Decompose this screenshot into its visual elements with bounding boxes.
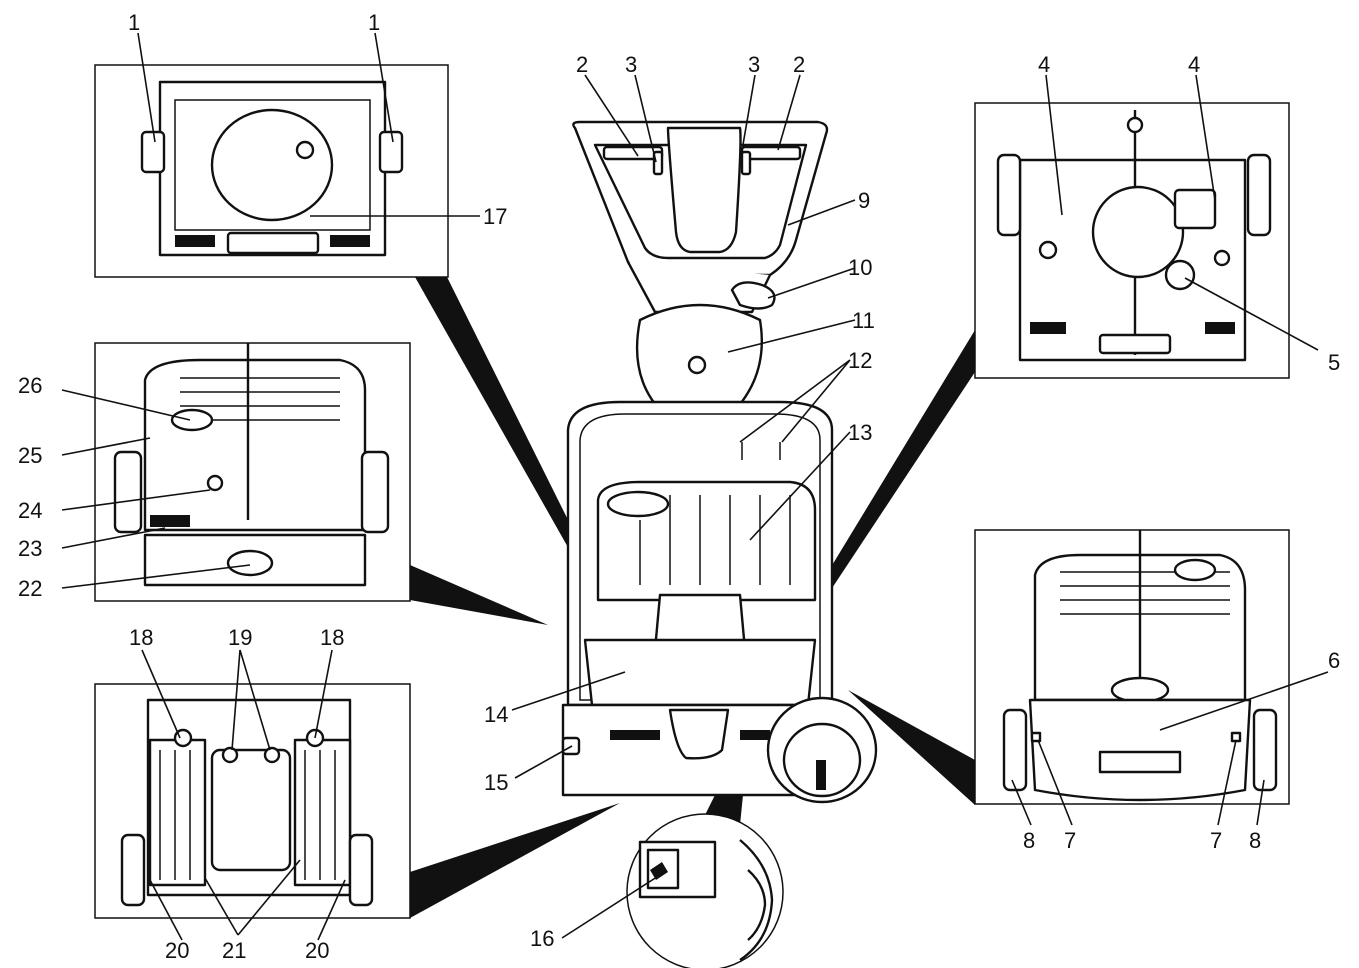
inset-bottom-center <box>626 813 784 968</box>
connector-wedge-top-left <box>415 277 588 565</box>
callout-8-left: 8 <box>1023 828 1035 853</box>
callout-26: 26 <box>18 373 42 398</box>
base-slot-right <box>740 730 770 740</box>
callout-10: 10 <box>848 255 872 280</box>
callout-4-right: 4 <box>1188 52 1200 77</box>
callout-2-left: 2 <box>576 52 588 77</box>
connector-wedge-bottom-left <box>410 803 620 918</box>
callout-8-right: 8 <box>1249 828 1261 853</box>
callout-15: 15 <box>484 770 508 795</box>
inset-top-right <box>974 102 1290 379</box>
callout-18-left: 18 <box>129 625 153 650</box>
base-slot-left <box>610 730 660 740</box>
callout-12: 12 <box>848 348 872 373</box>
callout-22: 22 <box>18 576 42 601</box>
cover-knob <box>687 355 707 375</box>
callout-7-right: 7 <box>1210 828 1222 853</box>
callout-1-left: 1 <box>128 10 140 35</box>
inset-bottom-right <box>974 529 1290 805</box>
connector-wedge-bottom-right <box>848 690 975 805</box>
callout-21: 21 <box>222 938 246 963</box>
inset-top-left <box>94 64 449 278</box>
lid-frame-inner <box>579 413 821 701</box>
handle-grip <box>666 126 742 254</box>
main-machine <box>561 120 878 804</box>
callout-23: 23 <box>18 536 42 561</box>
inset-middle-left <box>94 342 411 602</box>
callout-19: 19 <box>228 625 252 650</box>
callout-4-left: 4 <box>1038 52 1050 77</box>
callout-20-right: 20 <box>305 938 329 963</box>
tank-cap <box>606 490 670 518</box>
callout-16: 16 <box>530 926 554 951</box>
callout-labels: 1 1 17 26 25 24 23 22 18 19 18 20 21 20 … <box>18 10 1340 963</box>
switch-right <box>740 150 752 176</box>
callout-3-right: 3 <box>748 52 760 77</box>
callout-3-left: 3 <box>625 52 637 77</box>
callout-5: 5 <box>1328 350 1340 375</box>
recovery-tank <box>583 638 817 707</box>
callout-9: 9 <box>858 188 870 213</box>
callout-25: 25 <box>18 443 42 468</box>
callout-6: 6 <box>1328 648 1340 673</box>
hose-clip <box>730 281 776 310</box>
callout-11: 11 <box>852 308 875 333</box>
callout-14: 14 <box>484 702 508 727</box>
callout-1-right: 1 <box>368 10 380 35</box>
callout-24: 24 <box>18 498 42 523</box>
connector-wedge-middle-left <box>410 565 548 625</box>
inset-bottom-left <box>94 683 411 919</box>
right-wheel-hub <box>816 760 826 790</box>
callout-7-left: 7 <box>1064 828 1076 853</box>
callout-13: 13 <box>848 420 872 445</box>
base-handle <box>668 708 730 760</box>
leader-lines <box>61 32 1329 941</box>
callout-18-right: 18 <box>320 625 344 650</box>
callout-20-left: 20 <box>165 938 189 963</box>
switch-left <box>652 150 664 176</box>
callout-2-right: 2 <box>793 52 805 77</box>
callout-17: 17 <box>483 204 507 229</box>
